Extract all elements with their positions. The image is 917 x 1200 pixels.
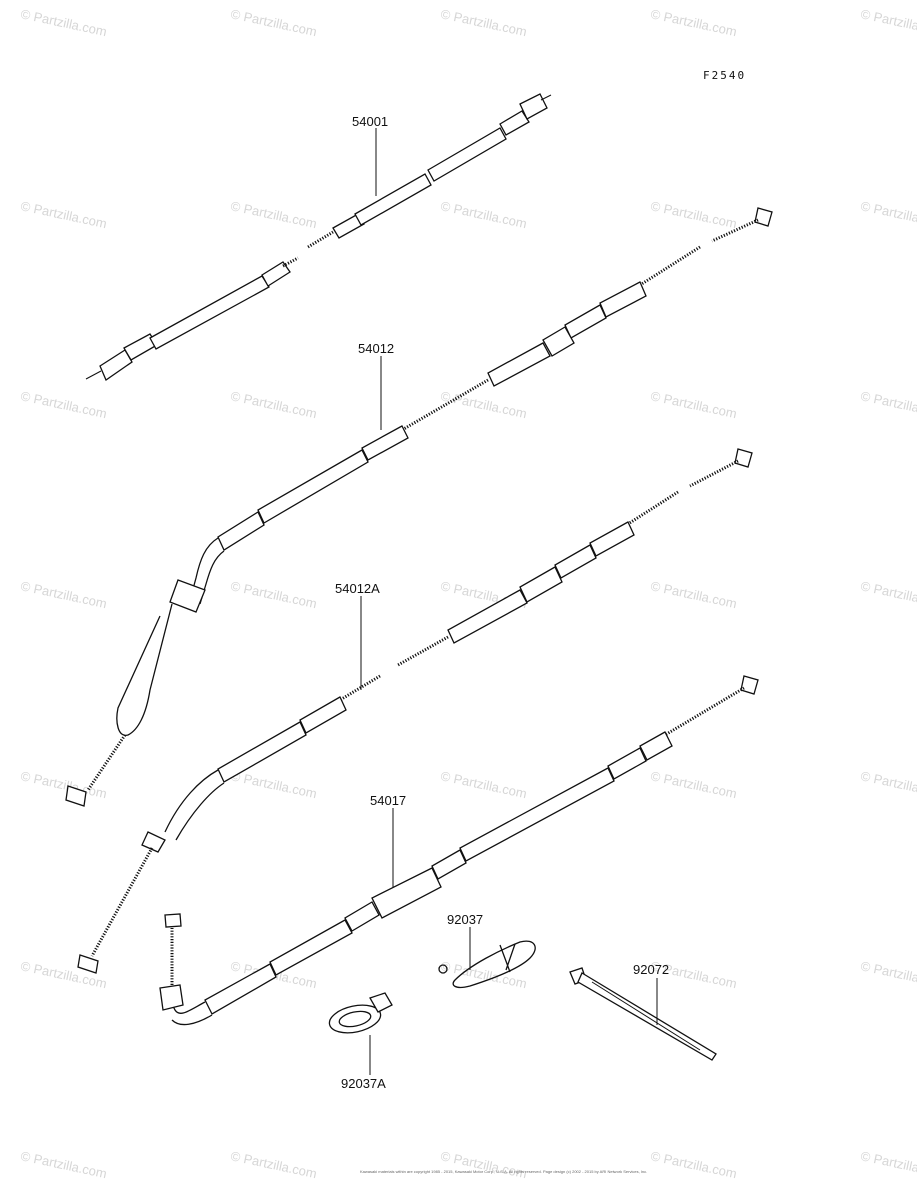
watermark-text: © Partzilla.com bbox=[859, 578, 917, 611]
label-92072: 92072 bbox=[633, 962, 669, 977]
watermark-layer: © Partzilla.com © Partzilla.com © Partzill… bbox=[19, 6, 917, 1181]
watermark-text: © Partzilla.com bbox=[859, 958, 917, 991]
part-92037-drawing[interactable] bbox=[438, 940, 536, 989]
watermark-text: © Partzilla.com bbox=[229, 1148, 318, 1181]
part-54012-drawing[interactable] bbox=[65, 207, 773, 807]
figure-code: F2540 bbox=[703, 69, 746, 82]
label-54001: 54001 bbox=[352, 114, 388, 129]
watermark-text: © Partzilla.com bbox=[859, 1148, 917, 1181]
part-54001-drawing[interactable] bbox=[85, 93, 552, 381]
watermark-text: © Partzilla.com bbox=[439, 388, 528, 421]
watermark-text: © Partzilla.com bbox=[649, 198, 738, 231]
label-54012: 54012 bbox=[358, 341, 394, 356]
watermark-text: © Partzilla.com bbox=[439, 6, 528, 39]
watermark-text: © Partzilla.com bbox=[439, 198, 528, 231]
part-54017-drawing[interactable] bbox=[159, 675, 759, 1026]
copyright-notice: Kawasaki materials within are copyright … bbox=[360, 1169, 647, 1174]
part-54012a-drawing[interactable] bbox=[77, 448, 753, 974]
watermark-text: © Partzilla.com bbox=[19, 388, 108, 421]
watermark-text: © Partzilla.com bbox=[19, 198, 108, 231]
watermark-text: © Partzilla.com bbox=[439, 1148, 528, 1181]
watermark-text: © Partzilla.com bbox=[859, 768, 917, 801]
label-54017: 54017 bbox=[370, 793, 406, 808]
part-92072-drawing[interactable] bbox=[569, 967, 717, 1061]
watermark-text: © Partzilla.com bbox=[859, 198, 917, 231]
watermark-text: © Partzilla.com bbox=[229, 198, 318, 231]
watermark-text: © Partzilla.com bbox=[229, 578, 318, 611]
watermark-text: © Partzilla.com bbox=[439, 768, 528, 801]
watermark-text: © Partzilla.com bbox=[439, 958, 528, 991]
label-92037a: 92037A bbox=[341, 1076, 386, 1091]
label-92037: 92037 bbox=[447, 912, 483, 927]
watermark-text: © Partzilla.com bbox=[649, 1148, 738, 1181]
watermark-text: © Partzilla.com bbox=[859, 6, 917, 39]
watermark-text: © Partzilla.com bbox=[19, 578, 108, 611]
watermark-text: © Partzilla.com bbox=[229, 768, 318, 801]
watermark-text: © Partzilla.com bbox=[229, 6, 318, 39]
watermark-text: © Partzilla.com bbox=[649, 6, 738, 39]
watermark-text: © Partzilla.com bbox=[19, 1148, 108, 1181]
watermark-text: © Partzilla.com bbox=[649, 768, 738, 801]
watermark-text: © Partzilla.com bbox=[859, 388, 917, 421]
watermark-text: © Partzilla.com bbox=[649, 388, 738, 421]
watermark-text: © Partzilla.com bbox=[229, 388, 318, 421]
watermark-text: © Partzilla.com bbox=[19, 768, 108, 801]
part-92037a-drawing[interactable] bbox=[327, 992, 393, 1037]
watermark-text: © Partzilla.com bbox=[649, 578, 738, 611]
label-54012a: 54012A bbox=[335, 581, 380, 596]
watermark-text: © Partzilla.com bbox=[19, 6, 108, 39]
